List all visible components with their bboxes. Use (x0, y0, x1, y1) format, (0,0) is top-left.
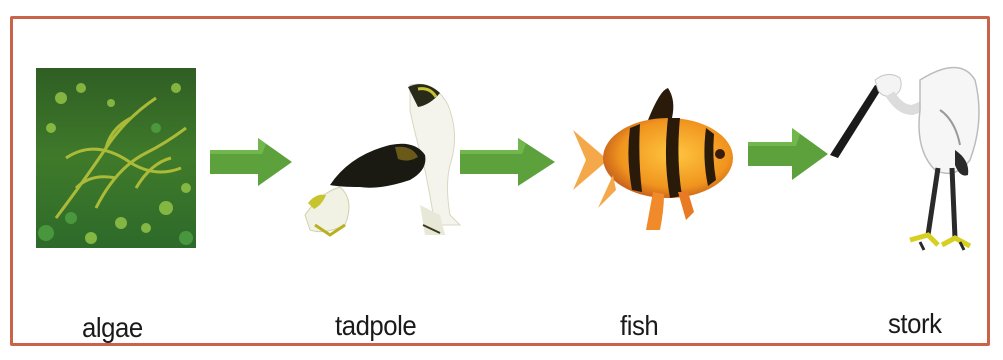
arrow-fish-to-stork (748, 128, 828, 180)
tadpole-image (300, 75, 465, 240)
label-tadpole: tadpole (335, 310, 416, 342)
label-fish: fish (620, 310, 658, 342)
fish-image (568, 80, 743, 245)
arrow-algae-to-tadpole (210, 138, 292, 186)
label-algae: algae (82, 312, 143, 344)
label-stork: stork (888, 308, 942, 340)
algae-image (36, 68, 196, 248)
arrow-tadpole-to-fish (460, 138, 555, 186)
stork-image (820, 50, 990, 265)
